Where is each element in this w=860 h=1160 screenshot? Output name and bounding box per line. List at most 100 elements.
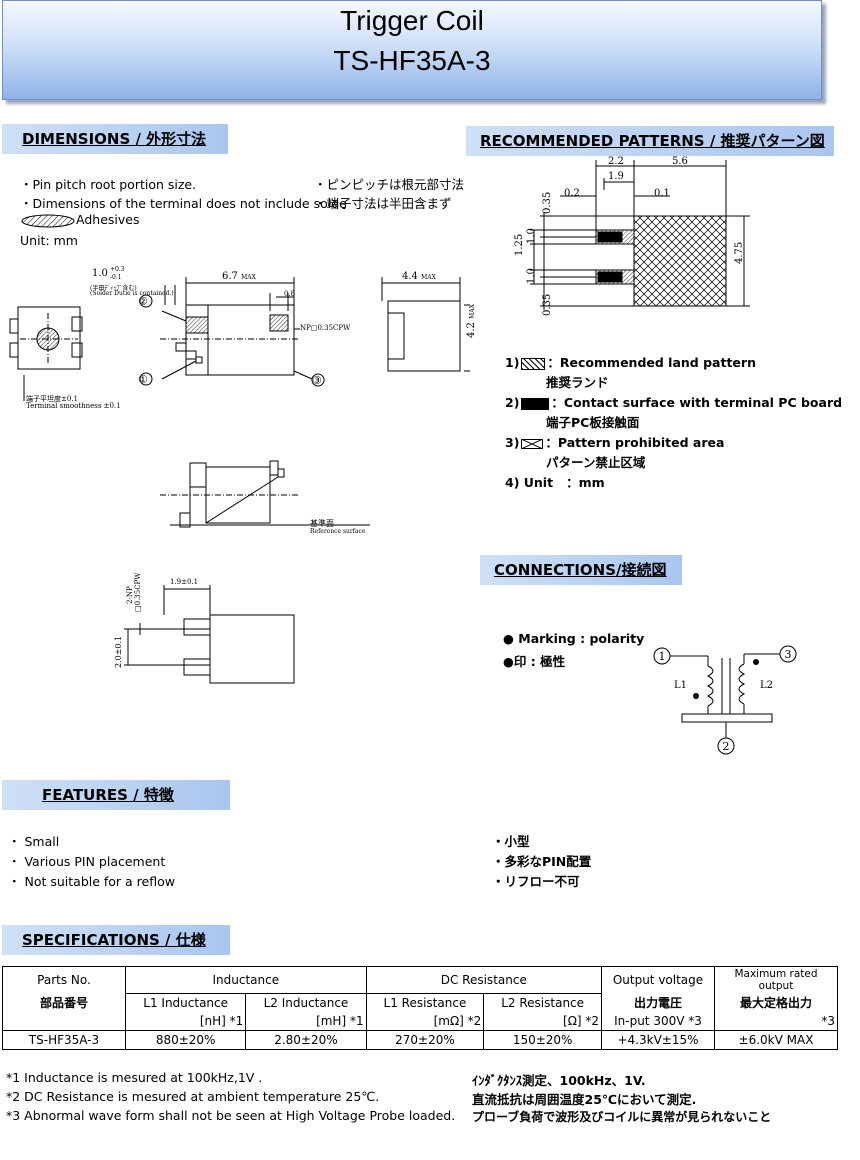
- th-max-unit: *3: [714, 1012, 838, 1031]
- feature-en-1: ・ Small: [8, 834, 60, 849]
- solder-note-jp: (半田ﾃﾞｨｯﾌﾟ含む): [90, 285, 137, 292]
- legend-item-2-jp: 端子PC板接触面: [546, 415, 640, 430]
- pin-2-label: ②: [138, 295, 148, 308]
- dim-tol-plus: +0.3: [110, 266, 125, 273]
- note-solder-jp: ・端子寸法は半田含まず: [314, 196, 452, 211]
- th-l2-ind-unit: [mH] *1: [245, 1012, 367, 1031]
- node-3-label: 3: [785, 648, 792, 661]
- specifications-heading: SPECIFICATIONS / 仕様: [2, 925, 230, 955]
- cell-l1-resistance: 270±20%: [365, 1030, 485, 1050]
- recommended-pattern-drawing: [530, 160, 750, 310]
- th-parts-unit: [2, 1012, 126, 1031]
- pattern-dim-0-2: 0.2: [564, 188, 580, 199]
- pattern-dim-4-75: 4.75: [734, 241, 745, 264]
- adhesives-note: Adhesives: [20, 212, 139, 228]
- footnote-jp-3: プローブ負荷で波形及びコイルに異常が見られないこと: [472, 1110, 772, 1124]
- cell-max-output: ±6.0kV MAX: [714, 1030, 838, 1050]
- pattern-dim-1-0-bottom: 1.0: [526, 268, 537, 284]
- patterns-heading: RECOMMENDED PATTERNS / 推奨パターン図: [466, 126, 834, 156]
- th-l1-res-unit: [mΩ] *2: [365, 1012, 485, 1031]
- th-l1-resistance: L1 Resistance: [365, 992, 485, 1012]
- note-pin-pitch: ・Pin pitch root portion size.: [20, 177, 197, 192]
- node-1-label: 1: [659, 650, 666, 663]
- specifications-table: Parts No. Inductance DC Resistance Outpu…: [2, 966, 838, 1050]
- dim-1-0: 1.0: [92, 268, 108, 279]
- np2b-label: □0.35CPW: [134, 572, 142, 612]
- dim-width: 4.4 MAX: [402, 271, 436, 282]
- l1-label: L1: [674, 680, 687, 691]
- np2-label: 2-NP: [126, 586, 134, 604]
- node-2-label: 2: [723, 740, 730, 753]
- pattern-dim-1-25: 1.25: [514, 233, 525, 256]
- pattern-dim-0-35-top: 0.35: [542, 191, 553, 214]
- feature-jp-3: ・リフロー不可: [492, 874, 580, 889]
- feature-en-3: ・ Not suitable for a reflow: [8, 874, 175, 889]
- legend-item-1: 1)：Recommended land pattern: [505, 355, 756, 370]
- feature-jp-1: ・小型: [492, 834, 530, 849]
- pin-1-label: ①: [138, 373, 148, 386]
- cell-l2-inductance: 2.80±20%: [245, 1030, 367, 1050]
- pattern-dim-5-6: 5.6: [672, 156, 688, 167]
- legend-item-4: 4) Unit ：mm: [505, 475, 605, 490]
- adhesive-swatch-icon: [21, 214, 75, 227]
- land-pattern-swatch-icon: [521, 357, 546, 370]
- connections-heading: CONNECTIONS/接続図: [480, 555, 682, 585]
- th-parts-jp: 部品番号: [2, 993, 126, 1012]
- dim-0-8: 0.8: [284, 290, 296, 298]
- dimensions-heading: DIMENSIONS / 外形寸法: [2, 124, 228, 154]
- pattern-dim-0-1: 0.1: [654, 188, 670, 199]
- contact-surface-swatch-icon: [521, 397, 550, 410]
- product-title: Trigger Coil: [340, 5, 484, 36]
- adhesives-label: Adhesives: [76, 212, 140, 227]
- footnote-jp-1: ｲﾝﾀﾞｸﾀﾝｽ測定、100kHz、1V.: [472, 1073, 646, 1088]
- flatness-jp: 端子平坦度±0.1: [26, 395, 78, 403]
- footnote-en-2: *2 DC Resistance is mesured at ambient t…: [6, 1089, 380, 1104]
- dim-height: 4.2 MAX: [466, 304, 477, 338]
- th-l2-res-unit: [Ω] *2: [483, 1012, 602, 1031]
- solder-note-en: (Solder Dutie is contained.): [90, 290, 174, 297]
- footnote-en-1: *1 Inductance is mesured at 100kHz,1V .: [6, 1070, 263, 1085]
- cell-output: +4.3kV±15%: [601, 1030, 715, 1050]
- reference-jp: 基準面: [310, 519, 334, 528]
- th-l2-resistance: L2 Resistance: [483, 992, 602, 1012]
- th-output-jp: 出力電圧: [601, 993, 715, 1012]
- unit-label: Unit: mm: [20, 233, 78, 248]
- pattern-dim-1-0-top: 1.0: [526, 228, 537, 244]
- th-max-output-jp: 最大定格出力: [714, 993, 838, 1012]
- th-l2-inductance: L2 Inductance: [245, 992, 367, 1012]
- footnote-en-3: *3 Abnormal wave form shall not be seen …: [6, 1108, 456, 1123]
- note-pitch-jp: ・ピンピッチは根元部寸法: [314, 177, 465, 192]
- vertical-pitch-label: 2.0±0.1: [114, 635, 123, 668]
- product-model: TS-HF35A-3: [333, 45, 491, 76]
- dim-length: 6.7 MAX: [222, 271, 256, 282]
- flatness-en: Terminal smoothness ±0.1: [26, 402, 121, 410]
- th-parts: Parts No.: [2, 966, 126, 993]
- cell-l2-resistance: 150±20%: [483, 1030, 602, 1050]
- cell-l1-inductance: 880±20%: [124, 1030, 247, 1050]
- legend-item-1-jp: 推奨ランド: [546, 375, 609, 390]
- dimension-drawings: [9, 277, 470, 684]
- th-inductance: Inductance: [125, 966, 367, 993]
- th-l1-inductance: L1 Inductance: [124, 992, 247, 1012]
- footnote-jp-2: 直流抵抗は周囲温度25℃において測定.: [472, 1092, 697, 1107]
- cell-part: TS-HF35A-3: [2, 1030, 126, 1050]
- marking-label-jp: ●印 : 極性: [503, 654, 566, 669]
- pattern-dim-1-9: 1.9: [608, 171, 624, 182]
- pattern-dim-0-35-bottom: 0.35: [542, 293, 553, 316]
- th-max-output: Maximum rated output: [714, 966, 838, 993]
- note-solder: ・Dimensions of the terminal does not inc…: [20, 196, 347, 211]
- table-row: TS-HF35A-3 880±20% 2.80±20% 270±20% 150±…: [2, 1030, 838, 1050]
- dim-tol-minus: -0.1: [110, 274, 122, 281]
- pin-3-label: ③: [312, 374, 322, 387]
- pitch-label: 1.9±0.1: [170, 578, 199, 586]
- legend-item-2: 2)：Contact surface with terminal PC boar…: [505, 395, 843, 410]
- th-output-unit: In-put 300V *3: [601, 1012, 715, 1031]
- l2-label: L2: [760, 680, 773, 691]
- th-l1-ind-unit: [nH] *1: [124, 1012, 247, 1031]
- prohibited-area-swatch-icon: [521, 438, 544, 449]
- marking-label: ● Marking : polarity: [503, 631, 645, 646]
- connection-schematic: 1 3 2 L1 L2: [653, 645, 797, 755]
- feature-jp-2: ・多彩なPIN配置: [492, 854, 592, 869]
- features-heading: FEATURES / 特徴: [2, 780, 230, 810]
- feature-en-2: ・ Various PIN placement: [8, 854, 166, 869]
